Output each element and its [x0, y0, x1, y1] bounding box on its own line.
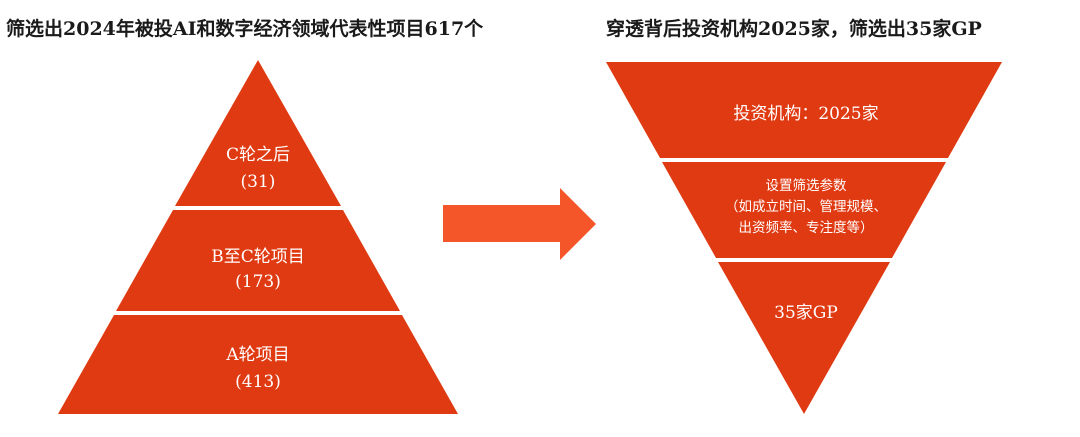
funnel-tier-middle-line-1: 设置筛选参数 [766, 177, 847, 194]
pyramid-tier-top-label: C轮之后 [226, 145, 290, 165]
pyramid-tier-top-count: (31) [241, 172, 276, 192]
funnel-tier-bottom [718, 262, 890, 414]
funnel-tier-top-label: 投资机构：2025家 [733, 104, 878, 124]
funnel-tier-middle-line-3: 出资频率、专注度等） [739, 219, 874, 236]
pyramid-tier-bottom [58, 315, 458, 414]
funnel-tier-middle [662, 162, 946, 258]
pyramid-tier-middle-count: (173) [235, 272, 281, 292]
funnel-tier-bottom-label: 35家GP [774, 303, 838, 323]
pyramid-tier-bottom-count: (413) [235, 372, 281, 392]
funnel-tier-top [606, 62, 1002, 158]
pyramid: C轮之后 (31) B至C轮项目 (173) A轮项目 (413) [58, 60, 458, 414]
right-heading: 穿透背后投资机构2025家，筛选出35家GP [606, 18, 982, 40]
pyramid-tier-top [175, 60, 341, 206]
inverted-funnel: 投资机构：2025家 设置筛选参数 （如成立时间、管理规模、 出资频率、专注度等… [606, 62, 1002, 414]
left-heading: 筛选出2024年被投AI和数字经济领域代表性项目617个 [6, 18, 484, 40]
pyramid-tier-bottom-label: A轮项目 [225, 345, 289, 365]
right-arrow-icon [443, 188, 596, 260]
funnel-tier-middle-line-2: （如成立时间、管理规模、 [725, 199, 887, 215]
pyramid-tier-middle-label: B至C轮项目 [211, 247, 305, 267]
pyramid-tier-middle [116, 210, 400, 311]
